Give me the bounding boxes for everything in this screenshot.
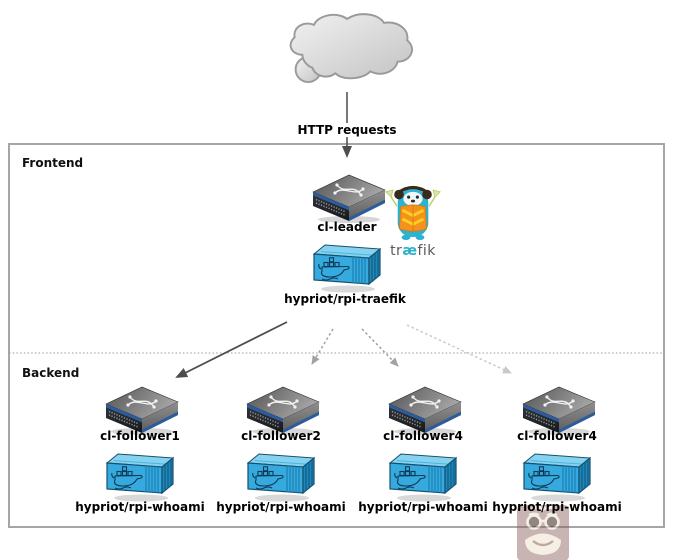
traefik-mascot-icon (385, 185, 441, 240)
cloud-icon (289, 13, 413, 84)
backend-section-label: Backend (22, 366, 80, 380)
follower-node-label: cl-follower2 (241, 429, 321, 443)
docker-container-icon (389, 453, 457, 502)
traefik-logo-text: træfik (390, 243, 436, 259)
docker-container-icon (247, 453, 315, 502)
docker-container-icon (313, 244, 381, 293)
docker-container-icon (523, 453, 591, 502)
follower-image-label: hypriot/rpi-whoami (358, 500, 488, 514)
follower-node-label: cl-follower1 (100, 429, 180, 443)
follower-image-label: hypriot/rpi-whoami (75, 500, 205, 514)
http-requests-label: HTTP requests (289, 123, 405, 137)
hypriot-logo-watermark (517, 505, 569, 560)
leader-image-label: hypriot/rpi-traefik (284, 292, 406, 306)
follower-node-label: cl-follower4 (383, 429, 463, 443)
swarm-cluster-box (8, 143, 665, 528)
follower-node-label: cl-follower4 (517, 429, 597, 443)
follower-image-label: hypriot/rpi-whoami (492, 500, 622, 514)
leader-node-label: cl-leader (317, 220, 377, 234)
server-icon (312, 174, 386, 224)
frontend-section-label: Frontend (22, 156, 84, 170)
docker-container-icon (106, 453, 174, 502)
follower-image-label: hypriot/rpi-whoami (216, 500, 346, 514)
